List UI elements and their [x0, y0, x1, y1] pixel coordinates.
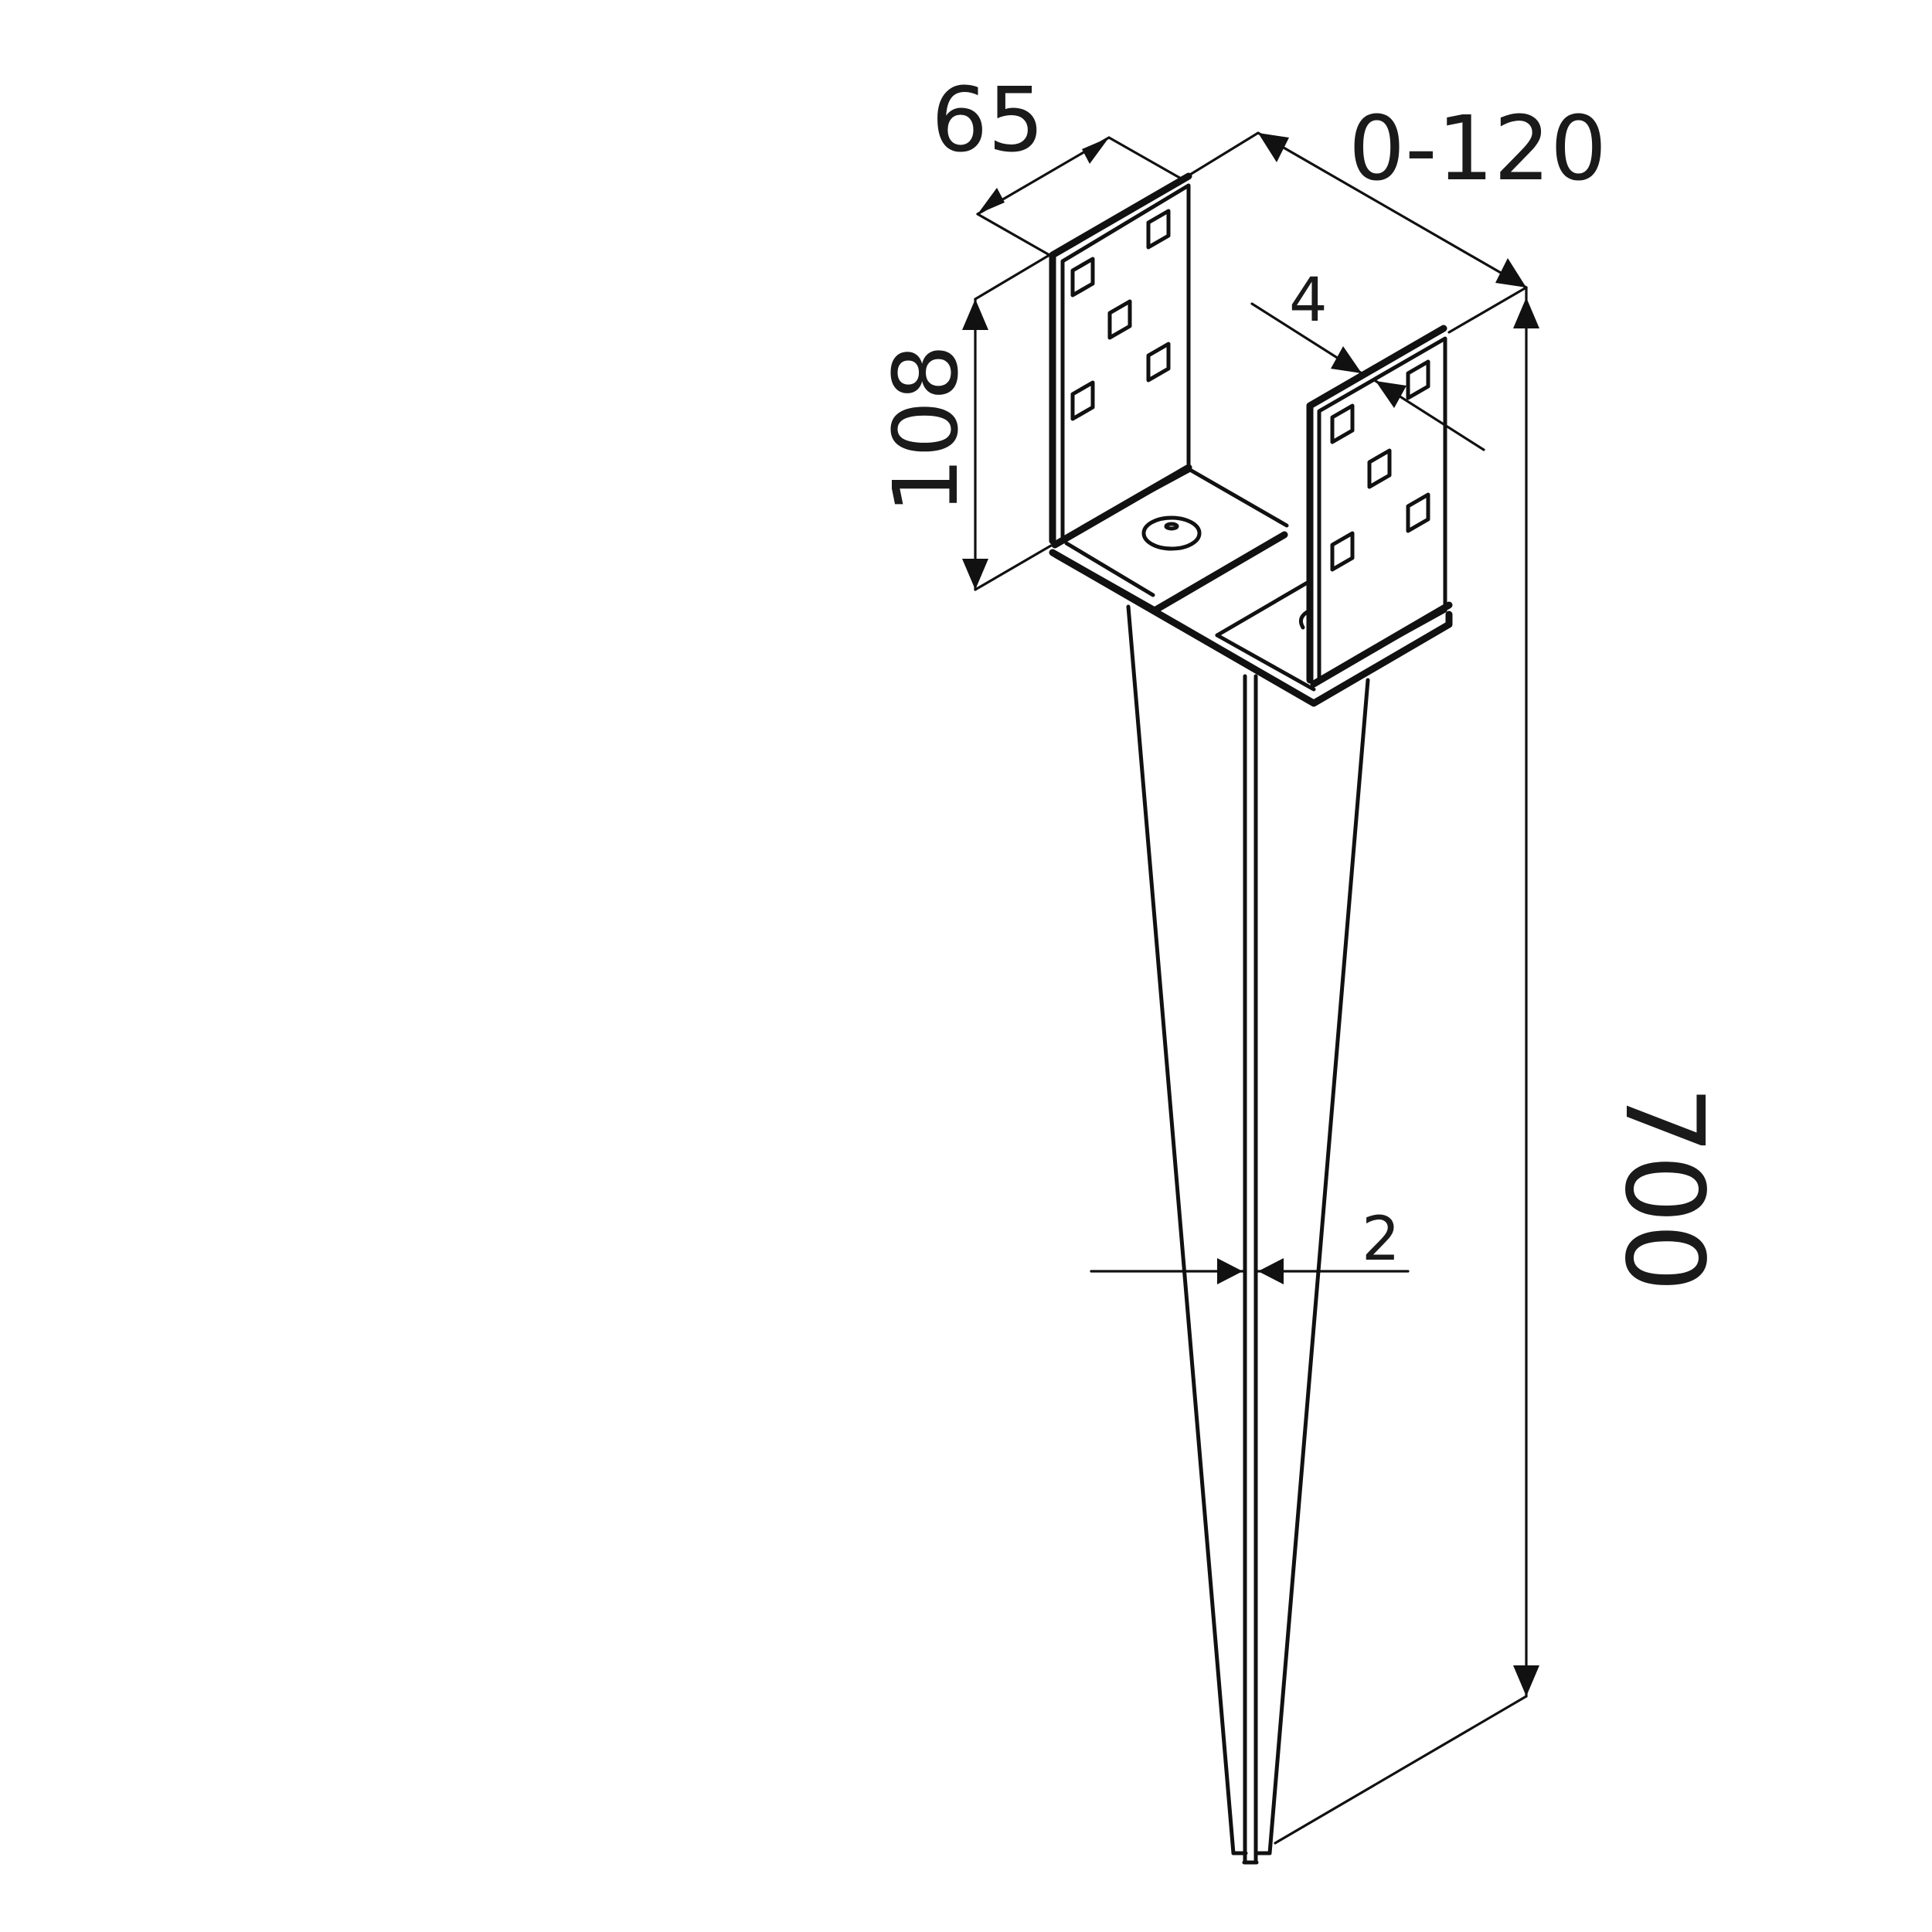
spike — [1126, 604, 1370, 1865]
left-flange-hole-1 — [1070, 257, 1095, 298]
dim-0-120-label: 0-120 — [1349, 97, 1607, 201]
dim-2-arrow-right — [1258, 1258, 1284, 1284]
dim-65-ext-right — [1107, 136, 1184, 181]
dim-2-arrow-left — [1217, 1258, 1243, 1284]
left-flange-outer-edge — [1049, 172, 1192, 545]
left-flange-hole-5 — [1070, 380, 1095, 421]
base-plate-top-mid — [1064, 541, 1155, 597]
right-flange-hole-5 — [1330, 531, 1355, 572]
right-flange-bottom-edge — [1310, 601, 1453, 688]
right-flange-hole-1 — [1330, 403, 1355, 444]
dim-0-120-ext-left — [1181, 131, 1260, 181]
dim-4-arrow-right — [1376, 381, 1406, 408]
base-plate-hole-inner — [1164, 522, 1179, 531]
dim-700-arrow-bottom — [1513, 1665, 1539, 1696]
dimension-0-120: 0-120 — [1181, 97, 1607, 334]
dim-108-ext-bottom — [974, 544, 1053, 591]
dim-700-arrow-top — [1513, 298, 1539, 328]
dim-108-ext-top — [974, 253, 1051, 301]
dim-4-label: 4 — [1289, 266, 1328, 335]
spike-right-edge — [1256, 678, 1370, 1855]
left-flange-hole-2 — [1146, 209, 1171, 250]
base-plate-hole — [1141, 515, 1202, 551]
dimension-2: 2 — [1090, 1205, 1410, 1284]
dim-700-label: 700 — [1600, 1086, 1726, 1292]
base-plate-inner-step — [1215, 579, 1312, 638]
dim-0-120-arrow-left — [1258, 133, 1289, 162]
dim-65-arrow-left — [978, 188, 1005, 214]
dim-2-label: 2 — [1362, 1205, 1400, 1274]
dimension-4: 4 — [1250, 266, 1485, 451]
right-flange-hole-4 — [1406, 492, 1430, 533]
left-flange — [1049, 172, 1192, 549]
dim-108-label: 108 — [875, 345, 978, 515]
dim-65-ext-left — [976, 213, 1051, 257]
right-flange — [1306, 325, 1453, 688]
dim-0-120-arrow-right — [1495, 258, 1526, 287]
base-plate — [1049, 468, 1453, 707]
right-flange-hole-3 — [1367, 448, 1392, 489]
dimension-108: 108 — [875, 253, 1053, 591]
dim-65-arrow-right — [1082, 138, 1109, 164]
left-flange-hole-4 — [1146, 342, 1171, 383]
dim-108-arrow-top — [962, 299, 988, 330]
spike-left-edge — [1126, 604, 1248, 1855]
right-flange-outer-edge — [1306, 325, 1447, 684]
base-plate-bottom-edge — [1049, 549, 1453, 707]
base-plate-inner-step-2 — [1215, 633, 1316, 692]
dim-65-label: 65 — [931, 69, 1044, 172]
dimension-65: 65 — [931, 69, 1184, 257]
dimension-700: 700 — [1274, 286, 1726, 1845]
left-flange-hole-3 — [1107, 299, 1132, 340]
right-flange-hole-2 — [1406, 359, 1430, 400]
left-flange-bottom-edge — [1051, 464, 1192, 549]
dim-700-ext-bottom — [1274, 1695, 1528, 1845]
dim-0-120-ext-right — [1447, 286, 1528, 334]
dim-108-arrow-bottom — [962, 559, 988, 590]
dim-0-120-line — [1257, 131, 1528, 289]
dim-4-arrow-left — [1331, 346, 1362, 373]
left-flange-inner-edge — [1060, 183, 1191, 543]
